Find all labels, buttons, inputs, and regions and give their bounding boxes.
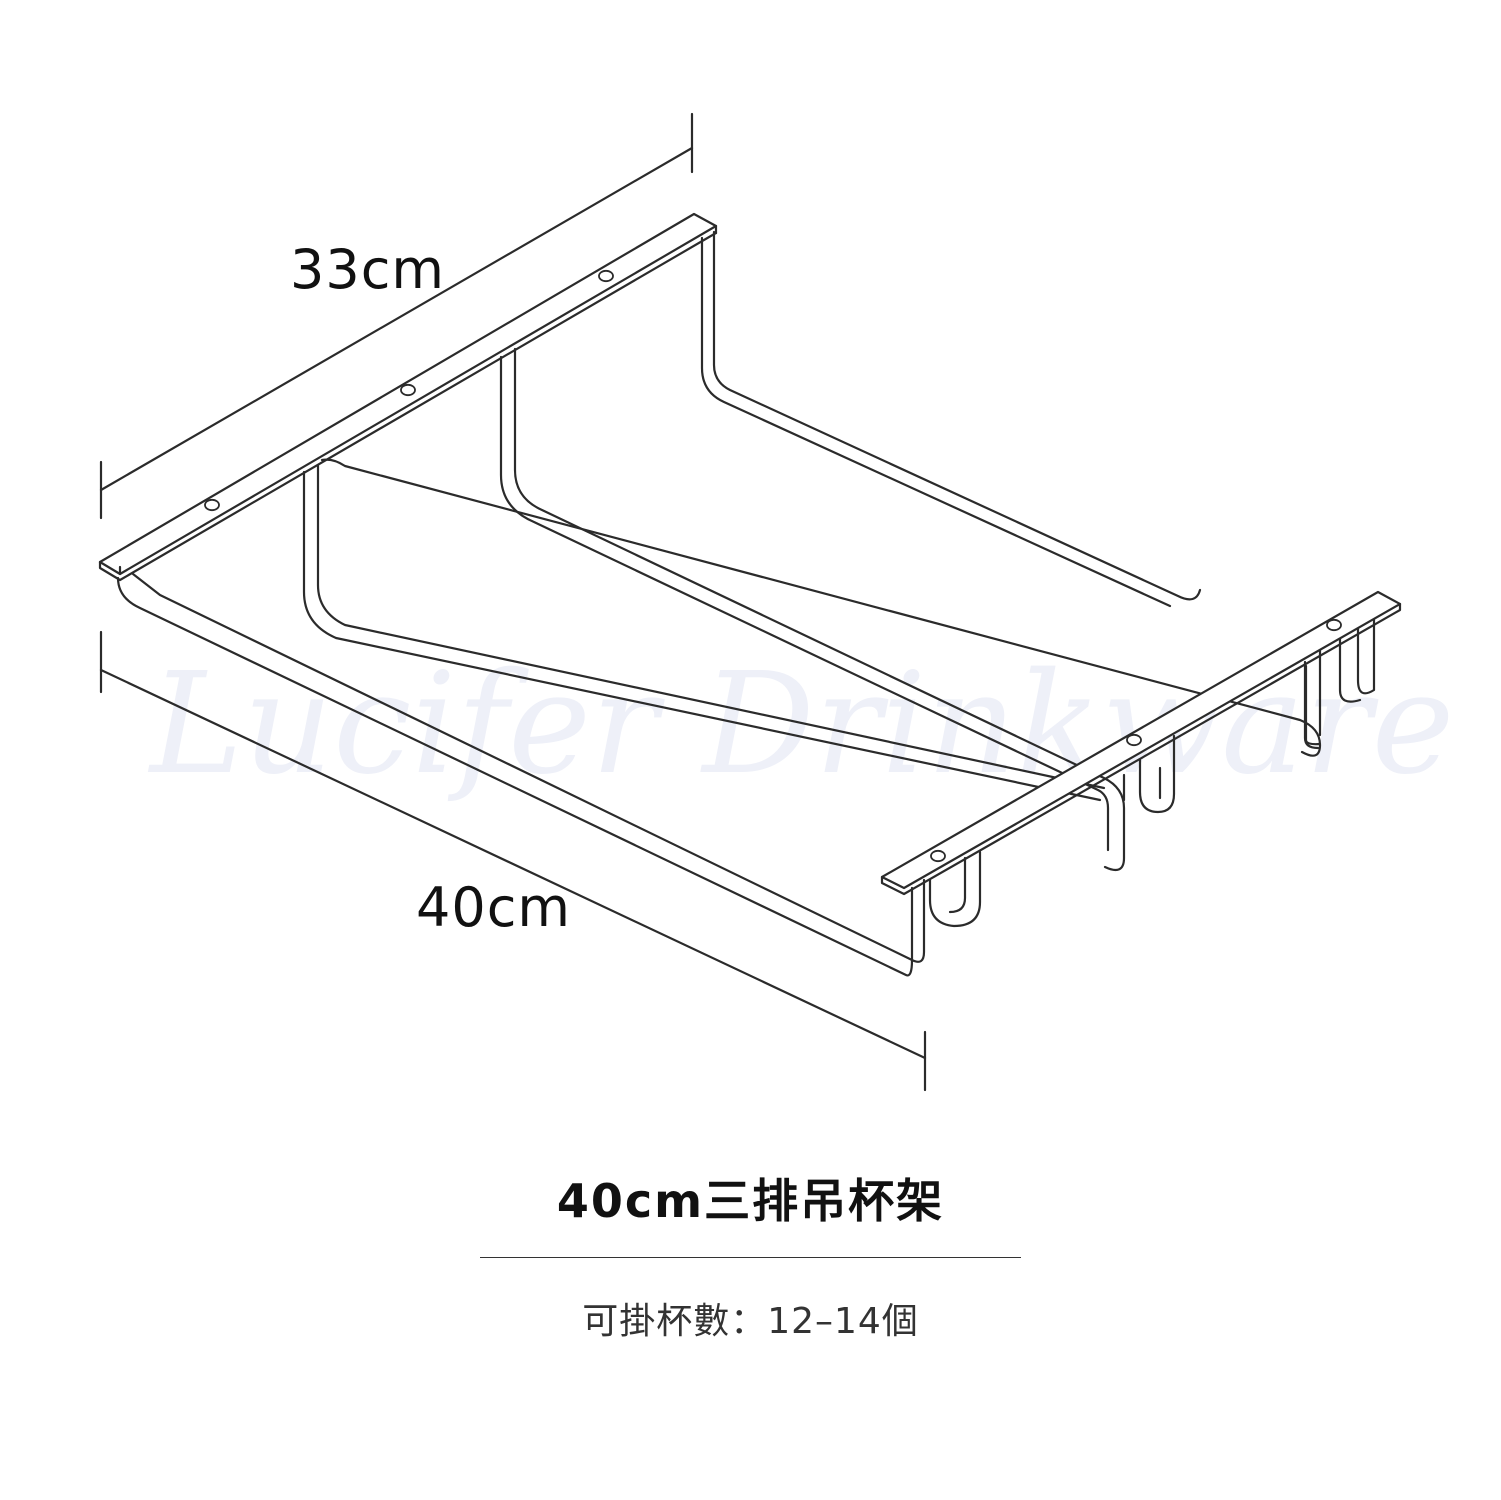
rail-wire-3 — [499, 347, 1176, 872]
rail-wire-2 — [302, 458, 1322, 802]
back-mounting-bar — [98, 212, 718, 582]
width-dimension-line — [99, 112, 694, 520]
width-dimension-label: 33cm — [290, 238, 446, 301]
screw-holes — [204, 269, 1342, 863]
capacity-text: 可掛杯數：12–14個 — [582, 1301, 919, 1342]
hook-wires — [1304, 616, 1376, 746]
rail-wire-1 — [116, 572, 982, 977]
title-divider — [480, 1257, 1021, 1258]
front-mounting-bar — [880, 590, 1402, 896]
rear-rail-wire — [700, 230, 1202, 608]
product-title: 40cm三排吊杯架 — [556, 1174, 945, 1228]
length-dimension-line — [99, 630, 927, 1092]
length-dimension-label: 40cm — [416, 876, 572, 939]
